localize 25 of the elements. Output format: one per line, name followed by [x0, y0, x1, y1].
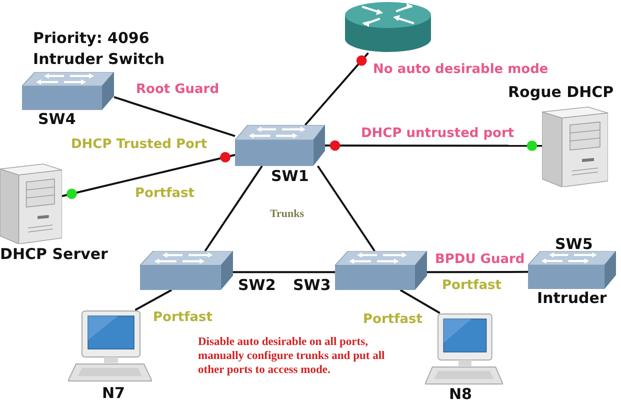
device-label: Priority: 4096: [33, 30, 150, 46]
network-link: [304, 52, 369, 126]
network-link: [233, 271, 335, 274]
device-label: SW5: [555, 236, 593, 252]
network-link: [316, 165, 376, 252]
device-label: N8: [449, 386, 472, 402]
network-link: [204, 165, 263, 252]
device-label: SW3: [293, 277, 331, 293]
network-link: [400, 289, 440, 314]
device-label: DHCP Server: [0, 246, 108, 262]
network-link: [134, 289, 172, 311]
device-label: Rogue DHCP: [508, 84, 614, 100]
device-label: N7: [102, 385, 125, 401]
device-label: SW1: [271, 168, 309, 184]
annotation-label: Trunks: [270, 208, 304, 221]
note-text: Disable auto desirable on all ports, manually configure trunks and put all other ports to access mode.: [198, 335, 386, 377]
device-label: SW2: [238, 277, 276, 293]
edge-label: DHCP untrusted port: [360, 126, 516, 141]
network-link: [114, 96, 236, 138]
network-link: [427, 270, 528, 274]
device-label: SW4: [38, 111, 76, 127]
network-link: [62, 152, 236, 199]
device-label: Intruder: [537, 290, 607, 306]
network-link: [325, 140, 542, 151]
device-label: Intruder Switch: [33, 51, 165, 67]
